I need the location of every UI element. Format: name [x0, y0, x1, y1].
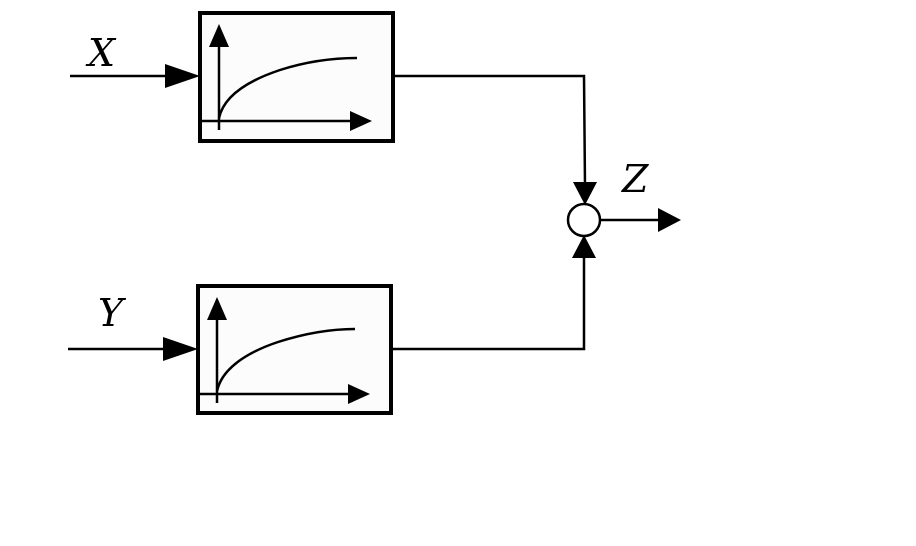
function-block-bottom-y-arrowhead [207, 297, 227, 320]
function-block-top-curve [217, 56, 358, 119]
function-block-top [198, 11, 395, 143]
bottom-output-arrowhead [572, 235, 596, 258]
top-output-wire [393, 74, 587, 187]
input-y-arrowhead [163, 337, 198, 361]
input-x-arrowhead [165, 64, 200, 88]
function-block-bottom [196, 284, 393, 415]
function-block-bottom-x-arrowhead [348, 384, 370, 404]
output-z-label: Z [621, 157, 649, 201]
function-block-bottom-curve [215, 327, 356, 392]
summing-junction [566, 202, 602, 238]
function-block-top-x-arrowhead [350, 111, 372, 131]
function-block-top-y-arrowhead [209, 24, 229, 47]
input-x-label: X [85, 31, 117, 75]
input-y-label: Y [98, 291, 127, 335]
top-output-arrowhead [573, 182, 597, 205]
output-z-arrowhead [658, 208, 681, 232]
bottom-output-wire [391, 255, 586, 351]
